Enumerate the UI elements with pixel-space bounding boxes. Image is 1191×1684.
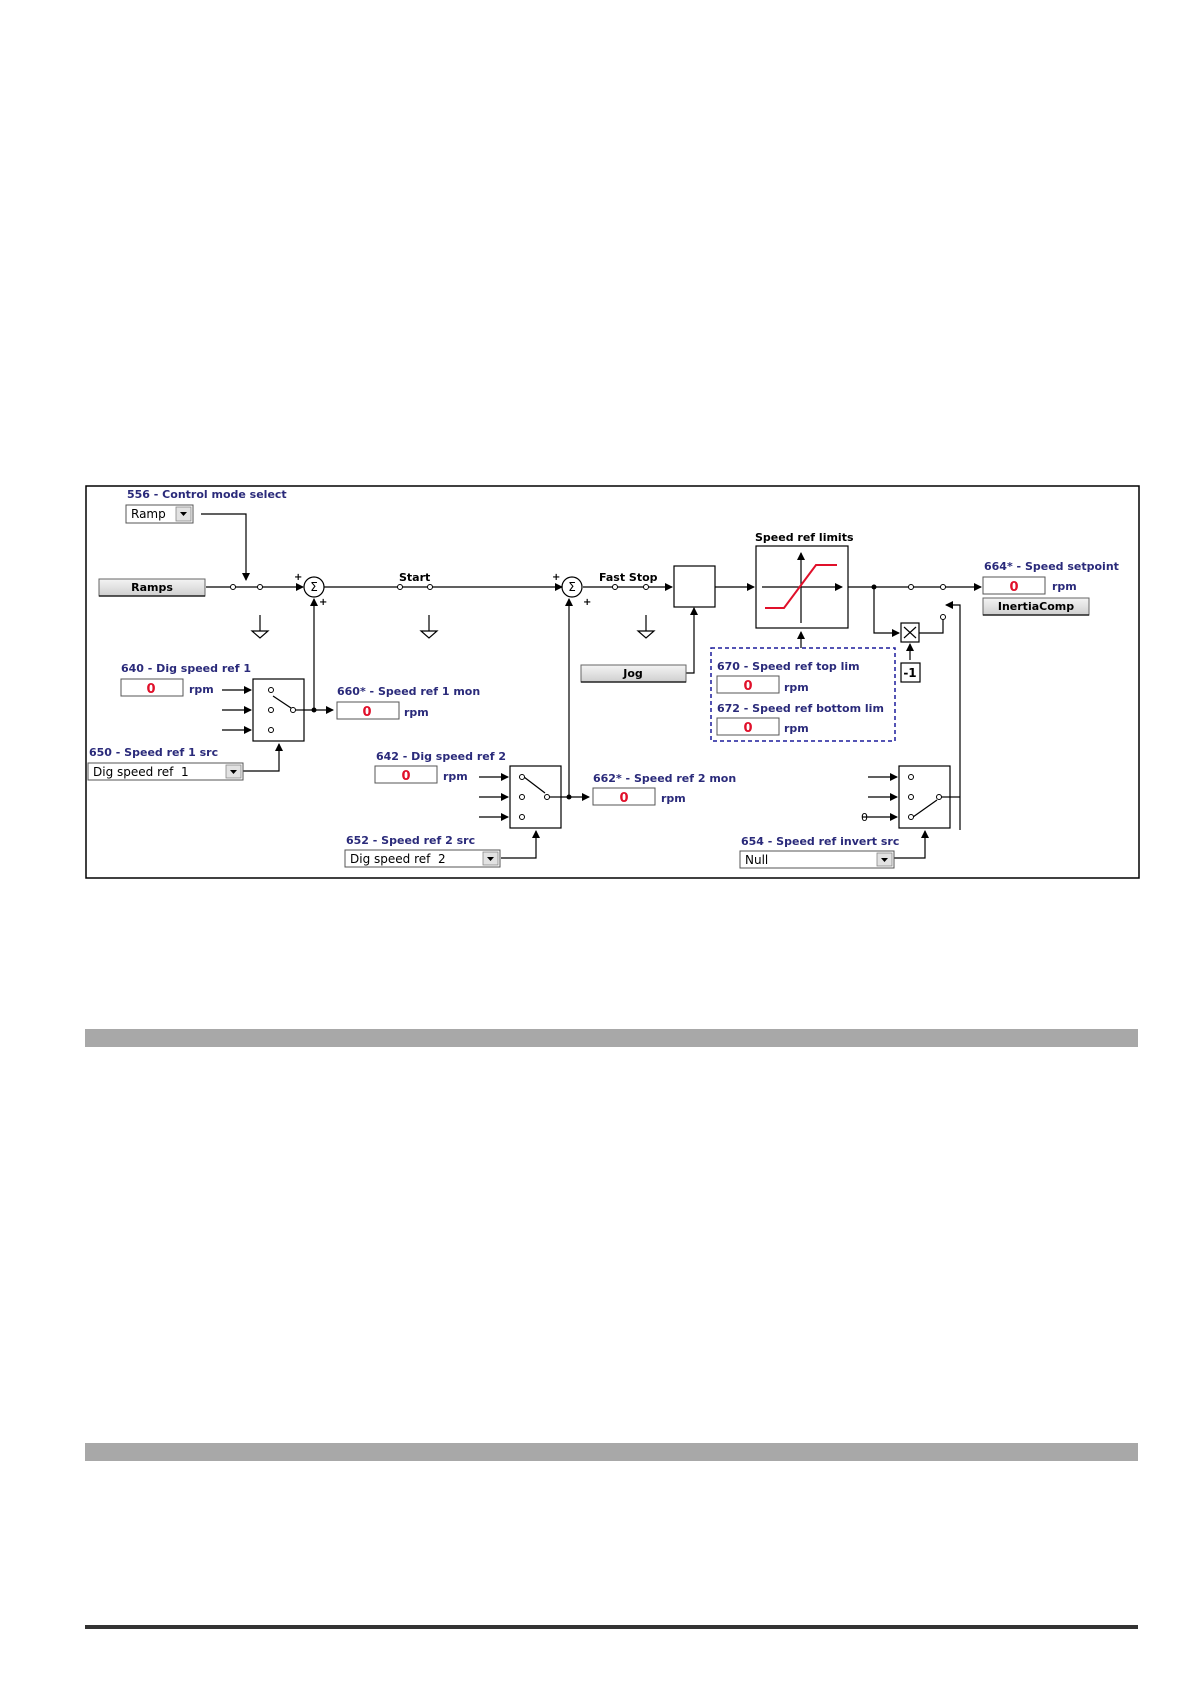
speed-ref-limits-label: Speed ref limits — [755, 531, 854, 544]
dig-speed-ref-1-unit: rpm — [189, 683, 214, 696]
speed-setpoint-unit: rpm — [1052, 580, 1077, 593]
speed-ref-invert-src-value: Null — [745, 853, 768, 867]
chevron-down-icon — [230, 770, 237, 774]
speed-ref-1-src-value: Dig speed ref 1 — [93, 765, 189, 779]
speed-ref-top-lim-field[interactable]: 0 — [716, 675, 780, 694]
section-divider-1 — [85, 1029, 1138, 1047]
speed-ref-2-src-value: Dig speed ref 2 — [350, 852, 446, 866]
speed-ref-invert-src-label: 654 - Speed ref invert src — [741, 835, 899, 848]
speed-ref-bottom-lim-label: 672 - Speed ref bottom lim — [717, 702, 884, 715]
speed-ref-top-lim-unit: rpm — [784, 681, 809, 694]
speed-setpoint-label: 664* - Speed setpoint — [984, 560, 1119, 573]
speed-ref-1-mon-field: 0 — [336, 701, 400, 720]
section-divider-2 — [85, 1443, 1138, 1461]
dig-speed-ref-2-unit: rpm — [443, 770, 468, 783]
dig-speed-ref-1-value: 0 — [146, 682, 155, 697]
start-label: Start — [399, 571, 430, 584]
control-mode-value: Ramp — [131, 507, 166, 521]
zero-input-label: 0 — [861, 811, 868, 824]
inertia-comp-button-label: InertiaComp — [998, 600, 1074, 613]
chevron-down-icon — [487, 857, 494, 861]
chevron-down-icon — [881, 858, 888, 862]
speed-ref-bottom-lim-value: 0 — [743, 721, 752, 736]
speed-ref-top-lim-label: 670 - Speed ref top lim — [717, 660, 860, 673]
summer-2-plus-top: + — [552, 572, 560, 583]
summer-2-symbol: Σ — [568, 580, 576, 594]
summer-2-plus-bottom: + — [583, 597, 591, 608]
ramps-button-label: Ramps — [131, 581, 173, 594]
dig-speed-ref-1-label: 640 - Dig speed ref 1 — [121, 662, 251, 675]
fast-stop-label: Fast Stop — [599, 571, 658, 584]
footer-rule — [85, 1625, 1138, 1629]
speed-setpoint-field: 0 — [982, 576, 1046, 595]
jog-button[interactable]: Jog — [580, 664, 687, 683]
summer-1-plus-top: + — [294, 572, 302, 583]
speed-ref-1-mon-value: 0 — [362, 705, 371, 720]
speed-setpoint-value: 0 — [1009, 580, 1018, 595]
speed-ref-1-src-label: 650 - Speed ref 1 src — [89, 746, 218, 759]
ramps-button[interactable]: Ramps — [98, 578, 206, 597]
dig-speed-ref-2-value: 0 — [401, 769, 410, 784]
speed-ref-1-mon-unit: rpm — [404, 706, 429, 719]
dig-speed-ref-2-field[interactable]: 0 — [374, 765, 438, 784]
speed-ref-2-mon-label: 662* - Speed ref 2 mon — [593, 772, 736, 785]
summer-1-plus-bottom: + — [319, 597, 327, 608]
speed-ref-invert-src-select[interactable]: Null — [739, 850, 895, 869]
speed-ref-bottom-lim-field[interactable]: 0 — [716, 717, 780, 736]
speed-ref-1-mon-label: 660* - Speed ref 1 mon — [337, 685, 480, 698]
summer-1-symbol: Σ — [310, 580, 318, 594]
speed-ref-2-mon-value: 0 — [619, 791, 628, 806]
dig-speed-ref-2-label: 642 - Dig speed ref 2 — [376, 750, 506, 763]
speed-ref-2-mon-field: 0 — [592, 787, 656, 806]
speed-ref-top-lim-value: 0 — [743, 679, 752, 694]
jog-button-label: Jog — [622, 667, 643, 680]
speed-ref-2-src-select[interactable]: Dig speed ref 2 — [344, 849, 501, 868]
inertia-comp-button[interactable]: InertiaComp — [982, 597, 1090, 616]
limits-group — [710, 647, 896, 742]
control-mode-select-label: 556 - Control mode select — [127, 488, 287, 501]
speed-ref-2-mon-unit: rpm — [661, 792, 686, 805]
chevron-down-icon — [180, 512, 187, 516]
minus-one-label: -1 — [903, 666, 916, 680]
control-mode-select[interactable]: Ramp — [125, 504, 194, 524]
speed-ref-bottom-lim-unit: rpm — [784, 722, 809, 735]
speed-ref-2-src-label: 652 - Speed ref 2 src — [346, 834, 475, 847]
speed-ref-1-src-select[interactable]: Dig speed ref 1 — [87, 762, 244, 781]
dig-speed-ref-1-field[interactable]: 0 — [120, 678, 184, 697]
